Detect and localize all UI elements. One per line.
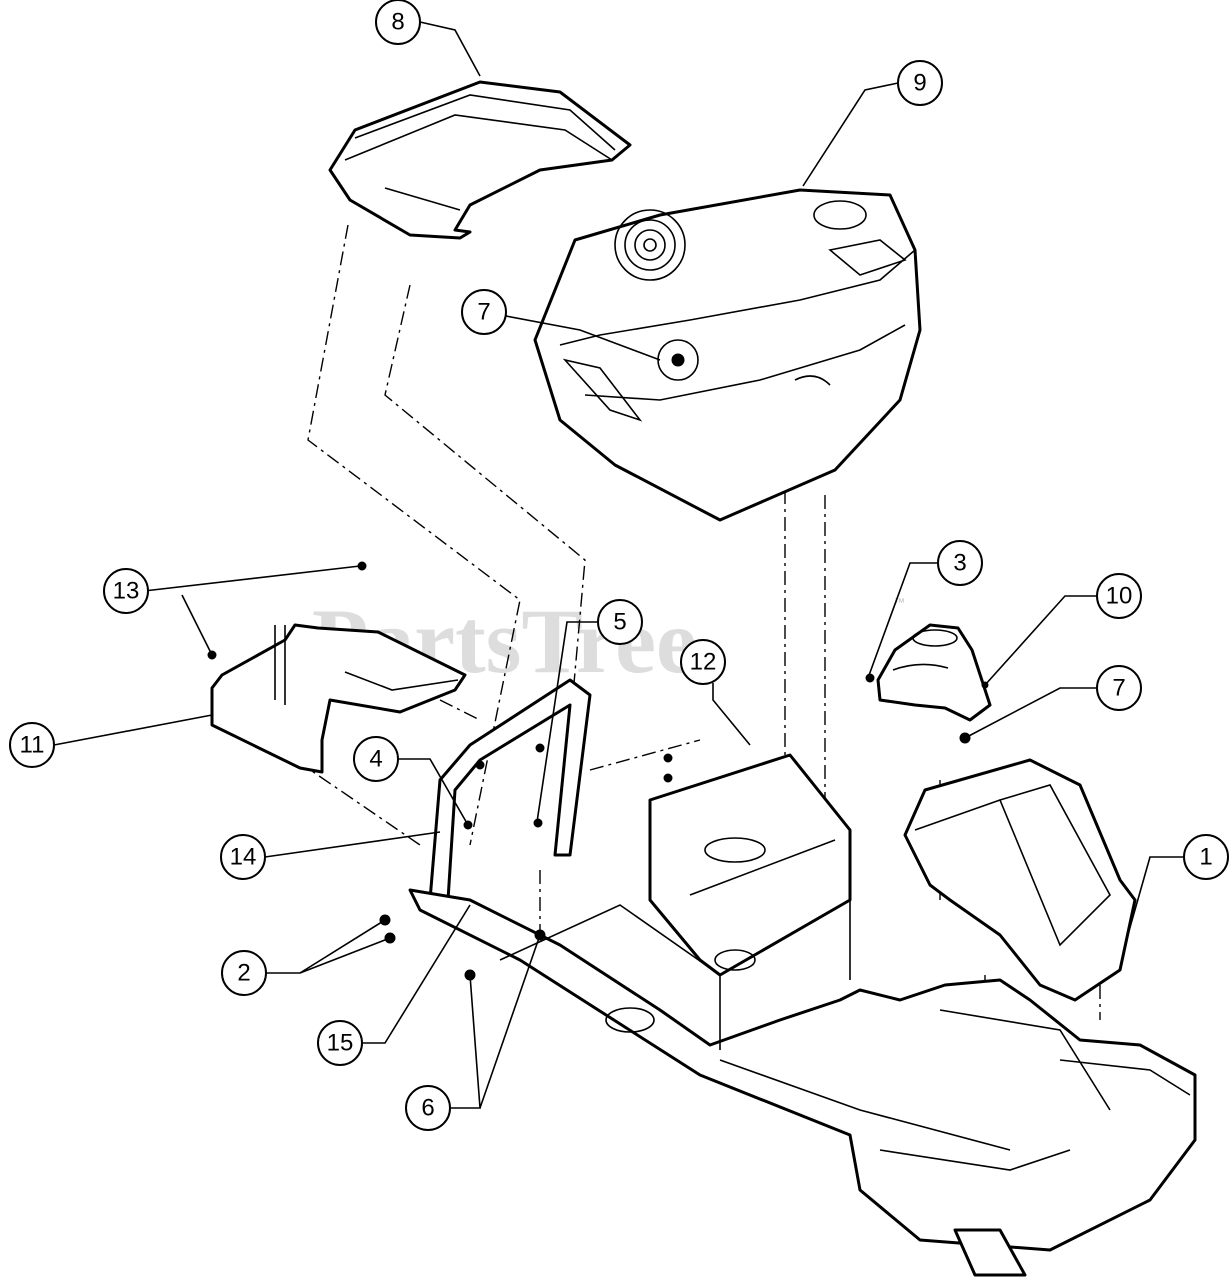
console-cover-part-10 [876,623,992,722]
callout-1-label: 1 [1199,844,1212,871]
callout-7-right-label: 7 [1112,675,1125,702]
top-cover-part-8 [328,80,632,240]
hood-part-9 [533,188,922,522]
callout-8-label: 8 [391,9,404,36]
leader-lines [53,21,1184,1109]
callout-15: 15 [317,1020,363,1066]
callout-10-label: 10 [1106,583,1133,610]
callout-6-label: 6 [421,1095,434,1122]
callout-10: 10 [1096,573,1142,619]
callout-3: 3 [937,540,983,586]
callout-8: 8 [375,0,421,45]
callout-11: 11 [9,722,55,768]
callout-5-label: 5 [613,609,626,636]
callout-1: 1 [1183,834,1229,880]
frame-chassis [408,753,1197,1277]
callout-13-label: 13 [113,578,140,605]
callout-12: 12 [680,639,726,685]
callout-14-label: 14 [230,844,257,871]
callout-13: 13 [103,568,149,614]
callout-7-right: 7 [1096,665,1142,711]
callout-4: 4 [353,736,399,782]
callout-7-top-label: 7 [477,299,490,326]
callout-4-label: 4 [369,746,382,773]
callout-11-label: 11 [20,732,45,759]
callout-5: 5 [597,599,643,645]
callout-3-label: 3 [953,550,966,577]
callout-6: 6 [405,1085,451,1131]
fasteners [379,673,989,981]
callout-15-label: 15 [327,1030,354,1057]
callout-2: 2 [221,950,267,996]
callout-7-top: 7 [461,289,507,335]
callout-2-label: 2 [237,960,250,987]
watermark-trademark: ™ [894,597,905,609]
rollbar-part-14 [428,678,592,902]
callout-9: 9 [897,60,943,106]
left-panel-part-11 [207,561,467,774]
fender-part-1 [903,758,1137,1002]
callout-9-label: 9 [913,70,926,97]
callout-14: 14 [220,834,266,880]
callout-12-label: 12 [690,649,717,676]
